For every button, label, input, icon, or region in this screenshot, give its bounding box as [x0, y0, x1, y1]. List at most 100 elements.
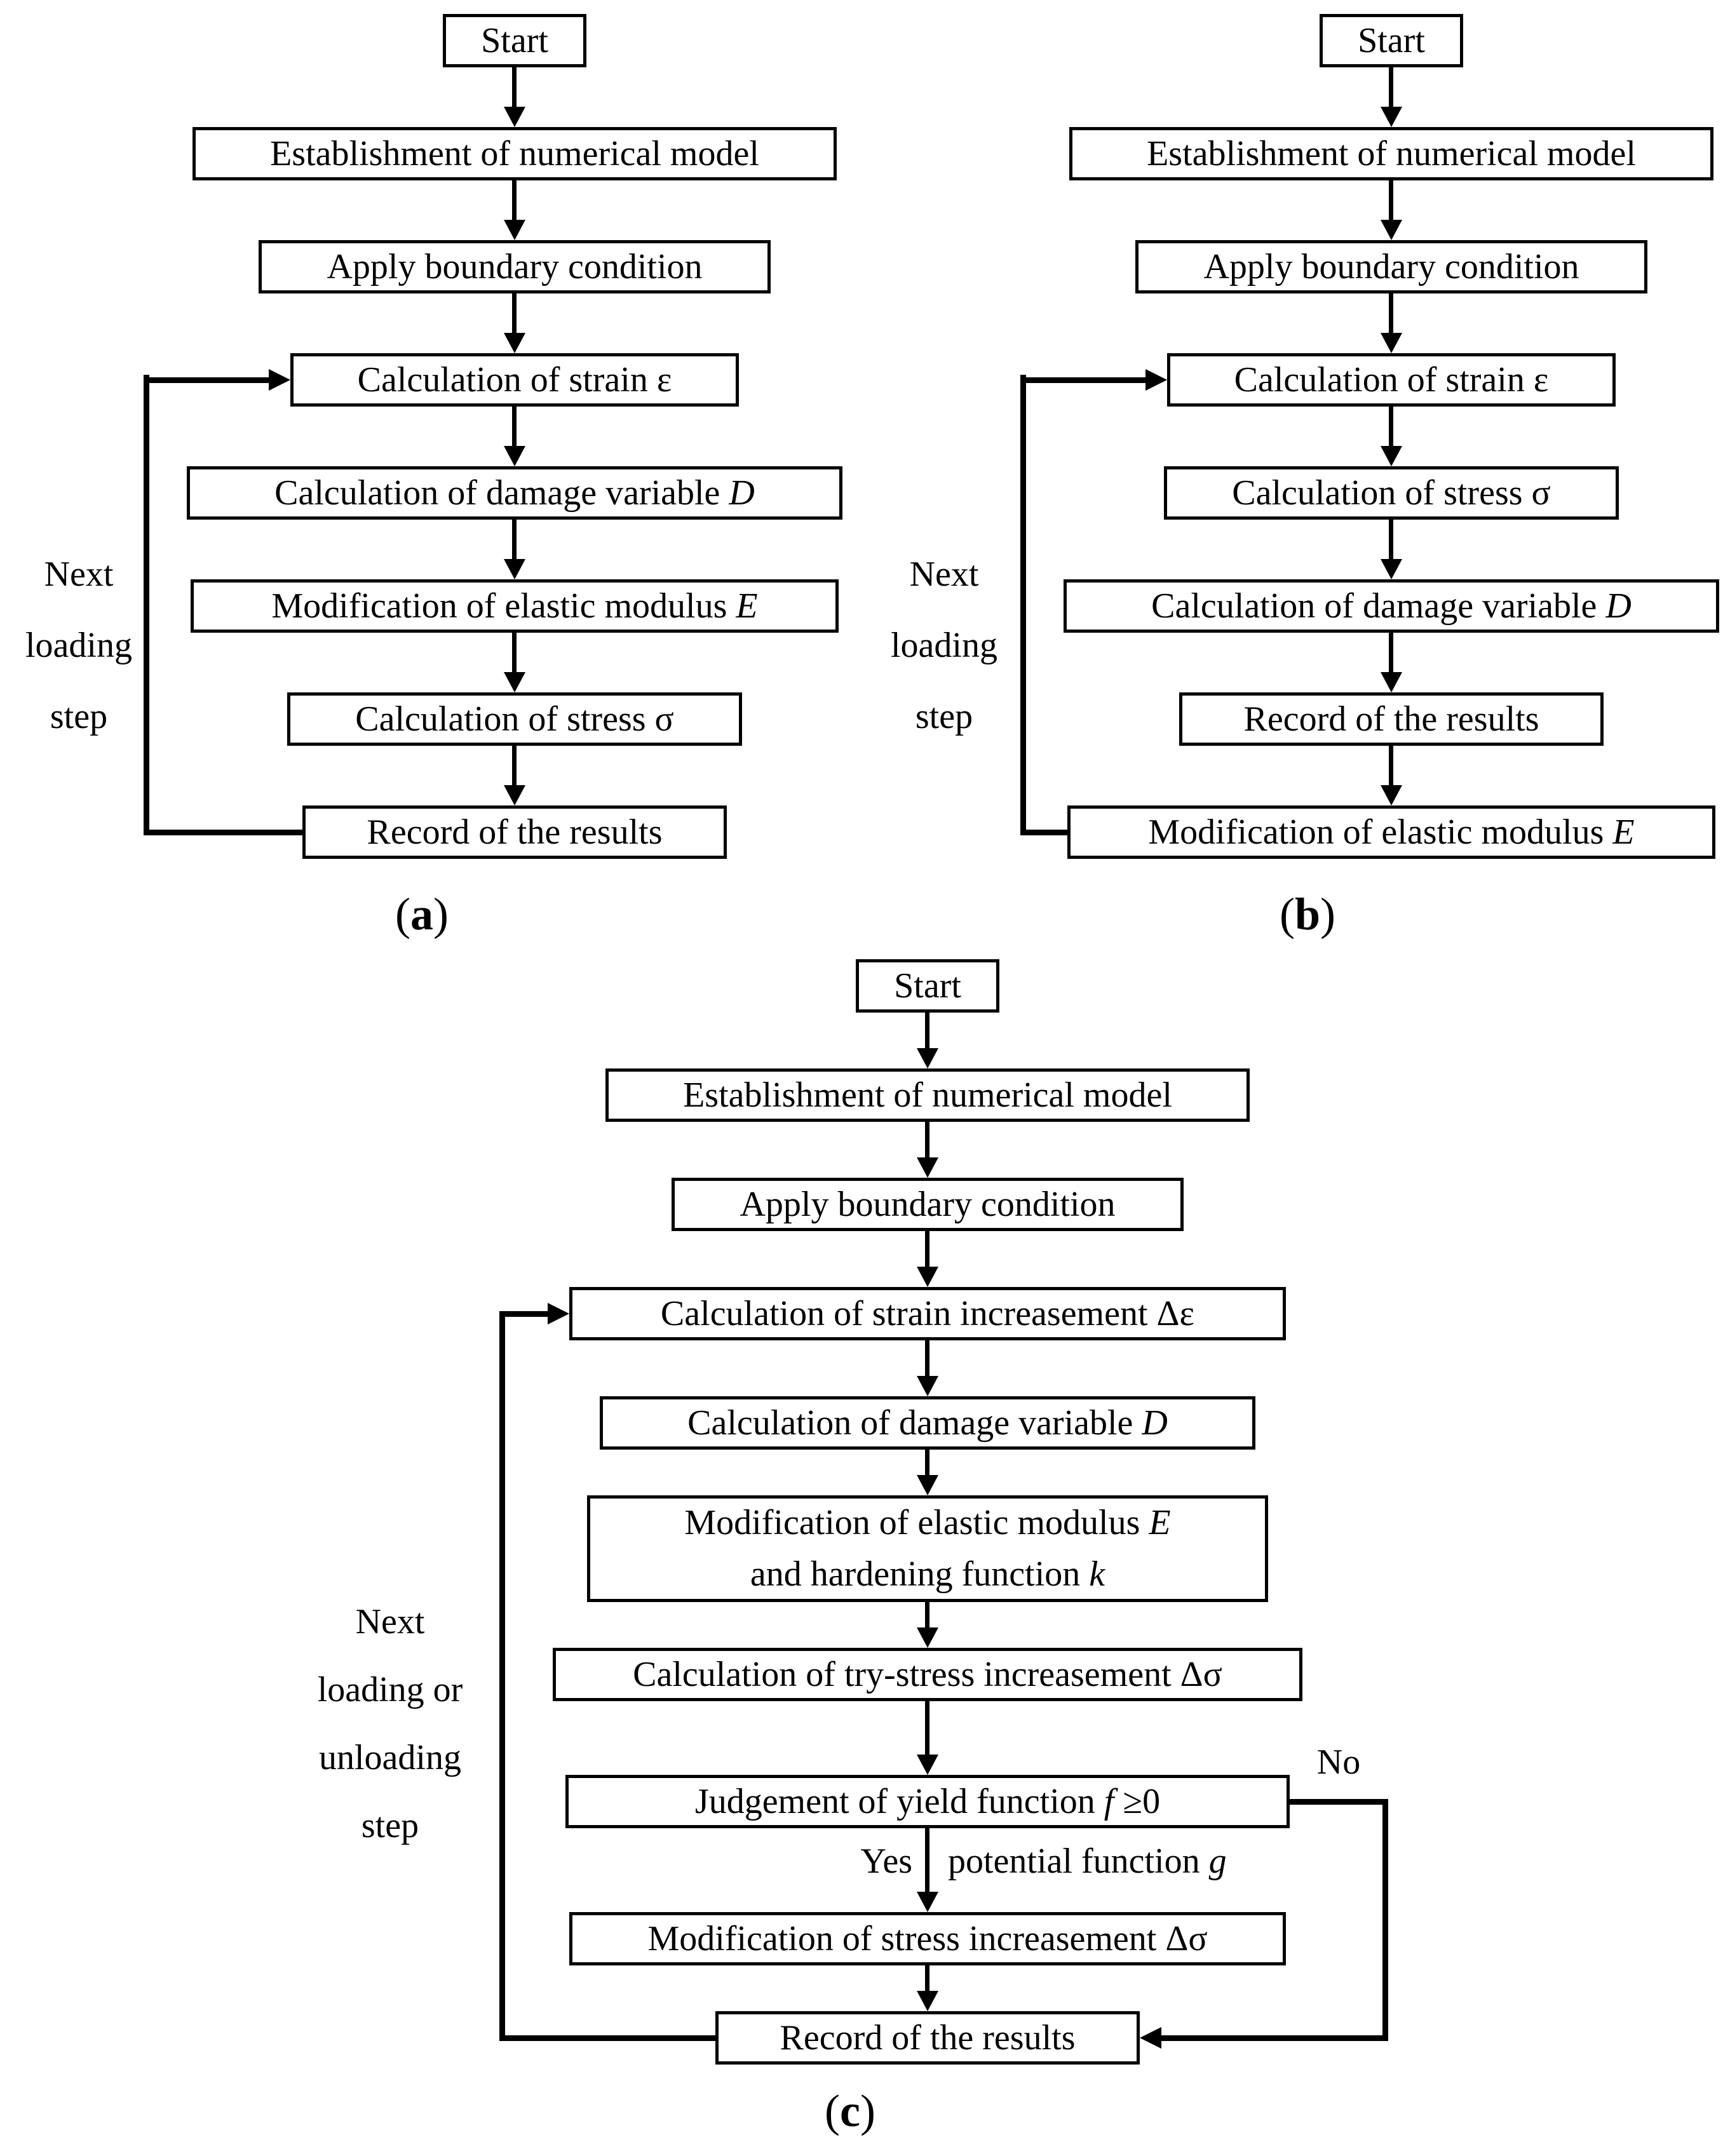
flow-arrow-a5-head: [504, 559, 525, 579]
box-a-damage-label: Calculation of damage variable D: [274, 473, 755, 513]
box-a-boundary: Apply boundary condition: [259, 240, 771, 293]
flow-arrow-b5-head: [1381, 559, 1402, 579]
flow-arrow-b1-head: [1381, 107, 1402, 127]
flow-arrow-c1: [925, 1013, 929, 1053]
box-b-stress: Calculation of stress σ: [1164, 466, 1619, 520]
box-b-stress-label: Calculation of stress σ: [1232, 473, 1551, 513]
flow-arrow-c7-head: [917, 1755, 938, 1775]
caption-b: (b): [1279, 889, 1335, 940]
box-a-stress-label: Calculation of stress σ: [355, 699, 674, 739]
no-branch-arrow-head: [1140, 2027, 1161, 2049]
flow-arrow-a3: [512, 293, 517, 334]
box-a-start-label: Start: [481, 21, 548, 60]
box-a-record: Record of the results: [302, 805, 727, 859]
box-b-boundary: Apply boundary condition: [1135, 240, 1647, 293]
flow-arrow-a7-head: [504, 785, 525, 805]
flow-arrow-b2: [1389, 180, 1393, 221]
box-a-establish: Establishment of numerical model: [193, 127, 837, 180]
flow-arrow-a7: [512, 746, 517, 786]
flow-arrow-c8-yes-head: [917, 1892, 938, 1912]
box-a-start: Start: [443, 14, 586, 67]
box-b-modulus-label: Modification of elastic modulus E: [1148, 812, 1635, 852]
box-c-start-label: Start: [894, 966, 961, 1006]
flow-arrow-a2-head: [504, 220, 525, 240]
box-a-strain: Calculation of strain ε: [290, 353, 739, 407]
box-c-modify-line1: Modification of elastic modulus E: [684, 1502, 1171, 1542]
box-b-boundary-label: Apply boundary condition: [1203, 247, 1579, 286]
caption-a: (a): [395, 889, 449, 940]
loop-b-label: Next loading step: [872, 539, 1017, 752]
box-a-modulus: Modification of elastic modulus E: [191, 579, 839, 633]
box-b-damage: Calculation of damage variable D: [1064, 579, 1719, 633]
box-b-strain: Calculation of strain ε: [1167, 353, 1616, 407]
flow-arrow-c4: [925, 1340, 929, 1376]
box-b-record: Record of the results: [1179, 692, 1604, 746]
loop-a-top: [144, 377, 269, 383]
box-c-record-label: Record of the results: [780, 2018, 1076, 2058]
loop-b-label-line2: loading: [891, 626, 997, 665]
caption-c: (c): [825, 2085, 875, 2136]
loop-b-arrow-head: [1145, 369, 1167, 391]
flow-arrow-c4-head: [917, 1376, 938, 1396]
flow-arrow-c8-yes: [925, 1828, 929, 1892]
box-b-establish: Establishment of numerical model: [1069, 127, 1713, 180]
loop-b-bottom: [1020, 830, 1067, 835]
loop-c-vertical: [499, 1311, 505, 2041]
loop-c-label-line3: unloading: [319, 1738, 461, 1777]
box-b-start-label: Start: [1358, 21, 1425, 60]
loop-a-label-line1: Next: [44, 555, 114, 594]
box-c-boundary-label: Apply boundary condition: [740, 1185, 1116, 1224]
flow-arrow-b3-head: [1381, 333, 1402, 353]
loop-b-top: [1020, 377, 1145, 383]
box-c-modification-stress: Modification of stress increasement Δσ: [569, 1912, 1286, 1965]
no-branch-vertical: [1382, 1799, 1388, 2041]
flow-arrow-a4-head: [504, 446, 525, 466]
box-c-try-stress: Calculation of try-stress increasement Δ…: [553, 1648, 1302, 1701]
box-c-modify-line2: and hardening function k: [750, 1554, 1105, 1594]
box-a-record-label: Record of the results: [367, 812, 663, 852]
flow-arrow-c3: [925, 1231, 929, 1267]
flow-arrow-b5: [1389, 520, 1393, 560]
loop-c-label-line1: Next: [355, 1602, 425, 1641]
loop-c-arrow-head: [548, 1303, 569, 1324]
flow-arrow-c5-head: [917, 1475, 938, 1495]
box-b-modulus: Modification of elastic modulus E: [1067, 805, 1715, 859]
box-a-establish-label: Establishment of numerical model: [270, 134, 759, 173]
flow-arrow-b6-head: [1381, 672, 1402, 692]
loop-a-label: Next loading step: [6, 539, 151, 752]
flow-arrow-c2-head: [917, 1157, 938, 1178]
flow-arrow-c6: [925, 1602, 929, 1627]
box-c-modification-stress-label: Modification of stress increasement Δσ: [647, 1919, 1208, 1958]
flow-arrow-c5: [925, 1450, 929, 1475]
flow-arrow-c6-head: [917, 1627, 938, 1648]
no-branch-top: [1290, 1799, 1388, 1805]
box-c-establish-label: Establishment of numerical model: [683, 1075, 1172, 1115]
flow-arrow-a4: [512, 407, 517, 447]
flow-arrow-c9: [925, 1965, 929, 1991]
box-c-strain-increasement-label: Calculation of strain increasement Δε: [660, 1294, 1195, 1333]
flow-arrow-c7: [925, 1701, 929, 1755]
flow-arrow-b1: [1389, 67, 1393, 108]
box-b-establish-label: Establishment of numerical model: [1147, 134, 1636, 173]
loop-a-vertical: [144, 375, 149, 835]
loop-a-arrow-head: [269, 369, 290, 391]
loop-c-label-line4: step: [361, 1806, 419, 1845]
loop-b-label-line1: Next: [909, 555, 979, 594]
flow-arrow-b6: [1389, 633, 1393, 673]
flow-arrow-c3-head: [917, 1267, 938, 1287]
box-b-damage-label: Calculation of damage variable D: [1151, 586, 1632, 626]
loop-c-top: [499, 1311, 548, 1317]
flow-arrow-a5: [512, 520, 517, 560]
loop-c-bottom: [499, 2035, 715, 2041]
box-a-damage: Calculation of damage variable D: [187, 466, 842, 520]
flow-arrow-a1-head: [504, 107, 525, 127]
loop-b-vertical: [1020, 375, 1026, 835]
loop-a-label-line3: step: [50, 697, 108, 736]
potential-function-label: potential function g: [948, 1842, 1227, 1881]
loop-c-label-line2: loading or: [317, 1670, 463, 1709]
box-c-try-stress-label: Calculation of try-stress increasement Δ…: [633, 1655, 1222, 1694]
flow-arrow-c2: [925, 1122, 929, 1162]
loop-c-label: Next loading or unloading step: [281, 1588, 499, 1860]
box-a-modulus-label: Modification of elastic modulus E: [271, 586, 758, 626]
